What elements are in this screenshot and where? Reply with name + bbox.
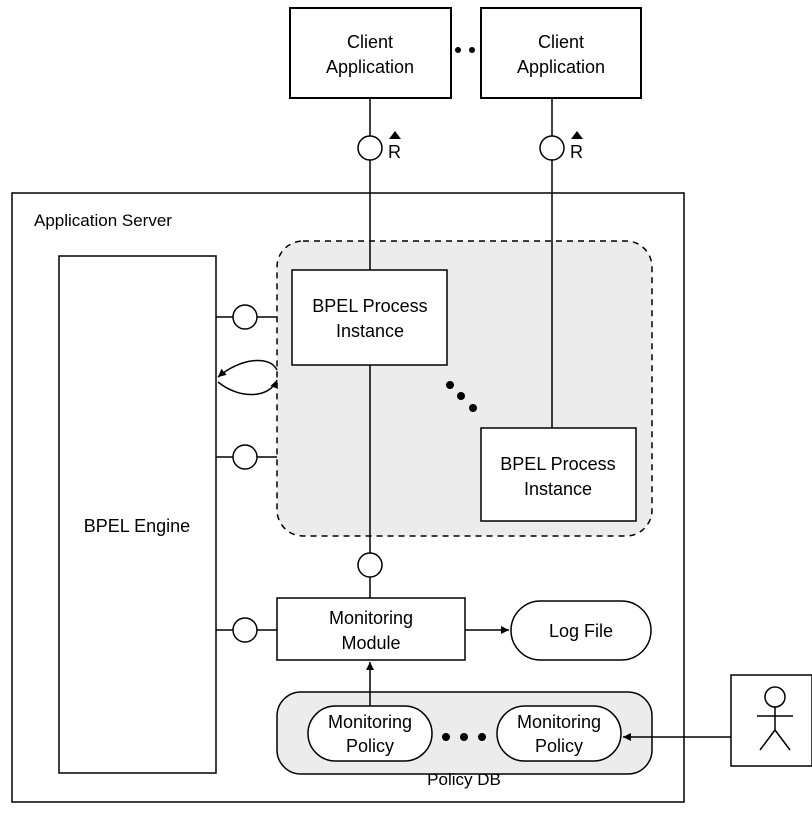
client-application-1: Client Application <box>289 7 452 99</box>
bpel-process-instance-2: BPEL Process Instance <box>480 427 637 522</box>
client-application-2-line2: Application <box>517 57 605 77</box>
interface-circle-upper <box>232 304 258 330</box>
monitoring-policy-2-line1: Monitoring <box>517 712 601 732</box>
actor-icon <box>757 686 793 751</box>
interaction-arrows <box>217 359 278 396</box>
monitoring-policy-2: Monitoring Policy <box>496 705 622 762</box>
client-application-2-line1: Client <box>538 32 584 52</box>
required-interface-1-label: R <box>388 142 401 162</box>
bpel-process-instance-1-line1: BPEL Process <box>312 296 427 316</box>
client-application-1-line2: Application <box>326 57 414 77</box>
interface-circle-lower <box>232 444 258 470</box>
required-interface-1: R <box>357 131 401 162</box>
monitoring-policy-1-line1: Monitoring <box>328 712 412 732</box>
interface-circle-instance <box>357 552 383 578</box>
monitoring-module-line2: Module <box>341 633 400 653</box>
bpel-engine-label: BPEL Engine <box>84 516 190 536</box>
monitoring-module-line1: Monitoring <box>329 608 413 628</box>
ellipsis-dots-clients <box>455 47 475 53</box>
client-application-1-line1: Client <box>347 32 393 52</box>
client-application-2: Client Application <box>480 7 642 99</box>
policy-db-label: Policy DB <box>427 770 501 789</box>
ellipsis-dots-instances <box>446 381 477 412</box>
monitoring-policy-1: Monitoring Policy <box>307 705 433 762</box>
bpel-engine-box <box>58 255 217 774</box>
required-interface-2-label: R <box>570 142 583 162</box>
interface-circle-monitoring <box>232 617 258 643</box>
application-server-label: Application Server <box>34 211 172 230</box>
required-interface-2: R <box>539 131 583 162</box>
monitoring-policy-2-line2: Policy <box>535 736 583 756</box>
bpel-process-instance-2-line1: BPEL Process <box>500 454 615 474</box>
bpel-process-instance-1: BPEL Process Instance <box>291 269 448 366</box>
ellipsis-dots-policies <box>442 733 486 741</box>
bpel-process-instance-2-line2: Instance <box>524 479 592 499</box>
log-file-label: Log File <box>549 621 613 641</box>
monitoring-policy-1-line2: Policy <box>346 736 394 756</box>
connector-lines <box>216 98 553 631</box>
monitoring-module: Monitoring Module <box>276 597 466 661</box>
bpel-process-instance-1-line2: Instance <box>336 321 404 341</box>
log-file: Log File <box>510 600 652 661</box>
